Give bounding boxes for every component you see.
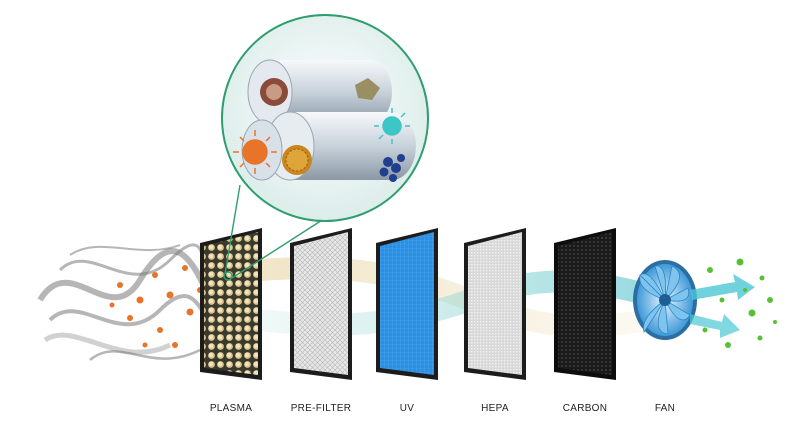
- filter-hepa: [464, 228, 526, 380]
- magnified-filter-fibers-icon: [221, 14, 429, 222]
- label-pre-filter: PRE-FILTER: [290, 403, 352, 414]
- filter-plasma: [200, 228, 262, 380]
- label-hepa: HEPA: [481, 403, 509, 414]
- clean-air-output: [690, 258, 777, 348]
- fan-icon: [633, 260, 697, 340]
- label-plasma: PLASMA: [209, 403, 253, 414]
- pollutant-particles: [109, 265, 208, 348]
- label-fan: FAN: [654, 403, 676, 414]
- label-uv: UV: [399, 403, 415, 414]
- filter-carbon: [554, 228, 616, 380]
- filter-pre-filter: [290, 228, 352, 380]
- filter-uv: [376, 228, 438, 380]
- label-carbon: CARBON: [562, 403, 608, 414]
- zoom-connector: [223, 184, 331, 281]
- polluted-smoke-cloud: [37, 243, 217, 361]
